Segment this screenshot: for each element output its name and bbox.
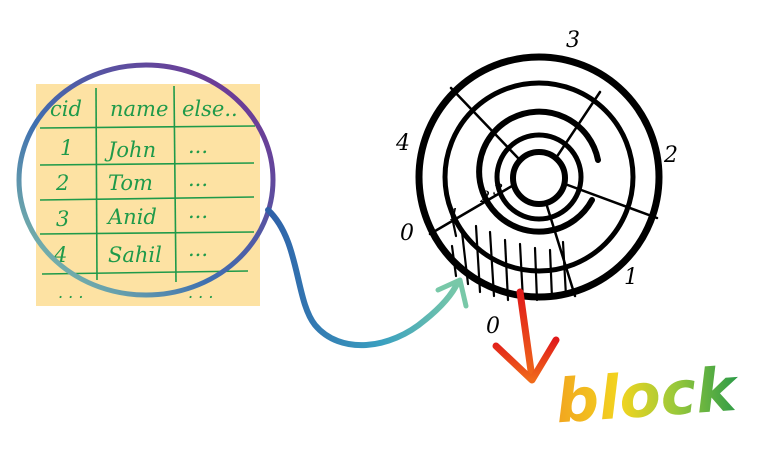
disk-outer-ring bbox=[415, 53, 663, 301]
block-label: block bbox=[554, 355, 742, 438]
table-ellipsis-left: . . . bbox=[58, 283, 83, 302]
database-table: cid name else.. 1 John ... 2 Tom ... 3 A… bbox=[36, 84, 260, 306]
table-header-else: else.. bbox=[182, 97, 238, 121]
table-cell-else-4: ... bbox=[188, 237, 208, 261]
disk-track-1 bbox=[494, 132, 584, 222]
table-cell-else-2: ... bbox=[188, 167, 208, 191]
table-header-name: name bbox=[110, 97, 168, 121]
curved-arrow bbox=[265, 207, 469, 348]
sector-label-4: 4 bbox=[395, 131, 410, 156]
disk-platter bbox=[415, 53, 663, 302]
table-cell-name-2: Tom bbox=[108, 171, 153, 195]
sector-label-0: 0 bbox=[400, 221, 414, 246]
track-label-3: 3 bbox=[493, 180, 503, 199]
disk-sector-dividers bbox=[428, 86, 659, 298]
track-label-2: 2 bbox=[479, 187, 490, 206]
sector-label-2: 2 bbox=[663, 143, 678, 168]
table-cell-else-3: ... bbox=[188, 199, 208, 223]
table-cell-cid-3: 3 bbox=[56, 207, 69, 231]
table-cell-name-3: Anid bbox=[106, 205, 157, 229]
table-cell-cid-1: 1 bbox=[60, 136, 73, 160]
disk-track-3 bbox=[442, 80, 636, 274]
red-arrow bbox=[492, 288, 560, 384]
disk-track-2 bbox=[476, 108, 601, 235]
sector-label-3: 3 bbox=[566, 28, 580, 53]
sector-label-1: 1 bbox=[624, 265, 638, 290]
track-label-1: 1 bbox=[449, 205, 459, 224]
table-grid bbox=[39, 85, 256, 283]
selection-lasso bbox=[16, 62, 276, 298]
pointer-label-0: 0 bbox=[486, 314, 500, 339]
table-cell-else-1: ... bbox=[188, 134, 208, 158]
table-cell-cid-2: 2 bbox=[55, 171, 69, 195]
disk-spindle bbox=[510, 149, 568, 207]
table-cell-name-4: Sahil bbox=[108, 243, 162, 267]
disk-block-hatch bbox=[449, 210, 568, 302]
table-cell-name-1: John bbox=[104, 138, 156, 162]
